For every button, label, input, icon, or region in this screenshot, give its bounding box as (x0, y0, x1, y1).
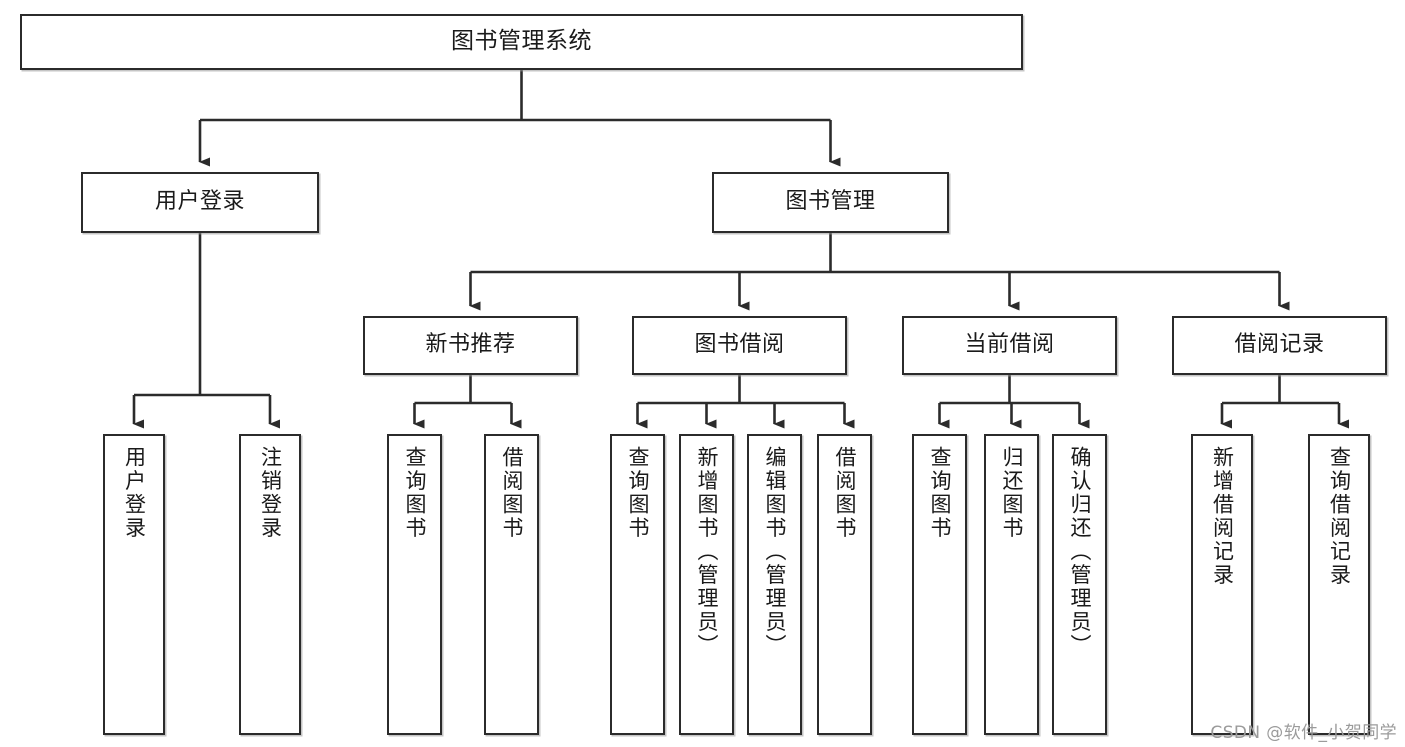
node-label: 当前借阅 (964, 332, 1055, 358)
node-level2-2-当前借阅[interactable]: 当前借阅 (902, 316, 1117, 375)
node-level2-3-借阅记录[interactable]: 借阅记录 (1172, 316, 1387, 375)
node-label: 编辑图书（管理员） (763, 446, 787, 658)
node-leaf-6-编辑图书管理员[interactable]: 编辑图书（管理员） (747, 434, 802, 735)
node-level2-1-图书借阅[interactable]: 图书借阅 (632, 316, 847, 375)
node-leaf-9-归还图书[interactable]: 归还图书 (984, 434, 1039, 735)
node-leaf-12-查询借阅记录[interactable]: 查询借阅记录 (1308, 434, 1370, 735)
node-leaf-10-确认归还管理员[interactable]: 确认归还（管理员） (1052, 434, 1107, 735)
node-level1-0-用户登录[interactable]: 用户登录 (81, 172, 319, 233)
node-leaf-4-查询图书[interactable]: 查询图书 (610, 434, 665, 735)
node-label: 用户登录 (122, 446, 147, 540)
node-label: 查询图书 (403, 446, 427, 540)
node-label: 图书管理系统 (451, 28, 592, 55)
node-label: 查询图书 (626, 446, 650, 540)
node-label: 注销登录 (258, 446, 283, 540)
node-label: 借阅图书 (500, 446, 524, 540)
node-label: 查询图书 (928, 446, 952, 540)
node-label: 图书借阅 (694, 332, 785, 358)
node-leaf-11-新增借阅记录[interactable]: 新增借阅记录 (1191, 434, 1253, 735)
node-label: 查询借阅记录 (1327, 446, 1352, 587)
node-label: 新增借阅记录 (1210, 446, 1235, 587)
node-leaf-0-用户登录[interactable]: 用户登录 (103, 434, 165, 735)
node-leaf-3-借阅图书[interactable]: 借阅图书 (484, 434, 539, 735)
node-label: 借阅记录 (1234, 332, 1325, 358)
node-leaf-8-查询图书[interactable]: 查询图书 (912, 434, 967, 735)
node-label: 新书推荐 (425, 332, 516, 358)
node-leaf-5-新增图书管理员[interactable]: 新增图书（管理员） (679, 434, 734, 735)
node-leaf-7-借阅图书[interactable]: 借阅图书 (817, 434, 872, 735)
node-leaf-2-查询图书[interactable]: 查询图书 (387, 434, 442, 735)
node-level1-1-图书管理[interactable]: 图书管理 (712, 172, 949, 233)
node-label: 新增图书（管理员） (695, 446, 719, 658)
node-label: 用户登录 (154, 189, 245, 215)
node-label: 图书管理 (785, 189, 876, 215)
node-root-图书管理系统[interactable]: 图书管理系统 (20, 14, 1023, 70)
node-label: 借阅图书 (833, 446, 857, 540)
edges (132, 70, 1349, 429)
node-leaf-1-注销登录[interactable]: 注销登录 (239, 434, 301, 735)
node-label: 归还图书 (1000, 446, 1024, 540)
node-label: 确认归还（管理员） (1068, 446, 1092, 658)
node-level2-0-新书推荐[interactable]: 新书推荐 (363, 316, 578, 375)
